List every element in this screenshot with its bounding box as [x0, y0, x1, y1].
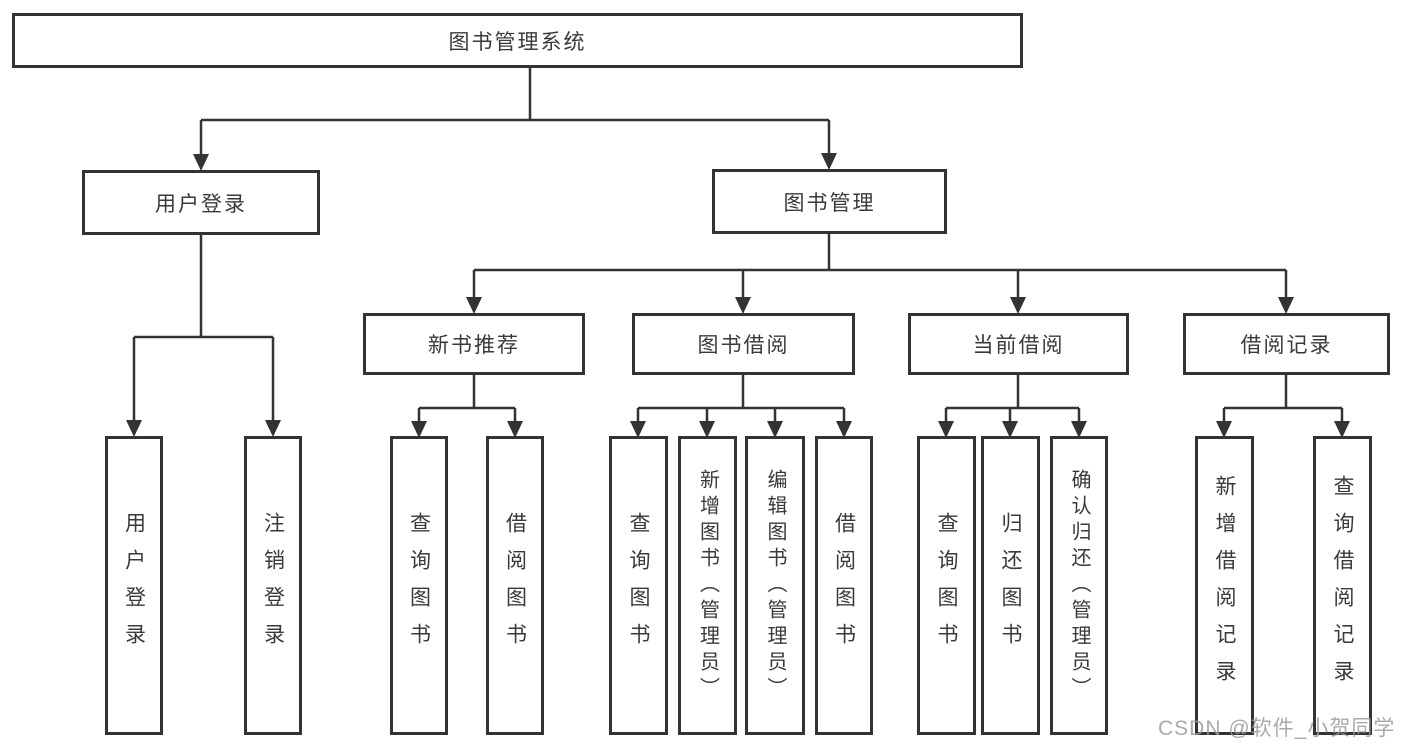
node-user-login-label: 用户登录 [155, 192, 247, 216]
node-current-borrowing: 当前借阅 [908, 313, 1129, 375]
node-book-management-branch: 图书管理 [712, 169, 947, 234]
leaf-user-login-label: 用户登录 [122, 511, 146, 660]
node-user-login-branch: 用户登录 [82, 170, 320, 235]
leaf-user-login: 用户登录 [105, 436, 163, 735]
connector-root-to-level2 [193, 68, 837, 171]
leaf-borrow-books-1-label: 借阅图书 [503, 511, 527, 660]
leaf-search-books-3-label: 查询图书 [935, 511, 958, 660]
leaf-search-books-1-label: 查询图书 [407, 511, 431, 660]
node-root-label: 图书管理系统 [448, 30, 587, 54]
leaf-borrow-books-2: 借阅图书 [815, 436, 873, 735]
leaf-logout: 注销登录 [244, 436, 302, 735]
leaf-search-borrow-record: 查询借阅记录 [1313, 436, 1372, 735]
leaf-return-books-label: 归还图书 [999, 511, 1022, 660]
node-borrowing-records-label: 借阅记录 [1240, 334, 1333, 357]
leaf-add-borrow-record-label: 新增借阅记录 [1213, 474, 1236, 697]
connector-newbooks-to-leaves [411, 375, 523, 438]
node-book-management-label: 图书管理 [783, 191, 876, 215]
connector-userlogin-to-leaves [126, 235, 281, 437]
leaf-search-borrow-record-label: 查询借阅记录 [1331, 474, 1354, 697]
connector-current-to-leaves [938, 375, 1087, 438]
leaf-search-books-1: 查询图书 [390, 436, 448, 735]
node-book-borrowing: 图书借阅 [632, 313, 855, 375]
leaf-return-books: 归还图书 [981, 436, 1040, 735]
leaf-edit-books-admin: 编辑图书（管理员） [745, 436, 805, 735]
leaf-confirm-return-admin-label: 确认归还（管理员） [1068, 468, 1090, 703]
leaf-confirm-return-admin: 确认归还（管理员） [1050, 436, 1108, 735]
leaf-edit-books-admin-label: 编辑图书（管理员） [764, 468, 786, 703]
node-new-book-recommend: 新书推荐 [363, 313, 585, 375]
connector-borrow-to-leaves [630, 375, 852, 438]
node-root-system: 图书管理系统 [12, 13, 1023, 68]
csdn-watermark: CSDN @软件_小贺同学 [1158, 717, 1396, 740]
node-new-book-recommend-label: 新书推荐 [428, 334, 520, 357]
leaf-borrow-books-1: 借阅图书 [486, 436, 544, 735]
node-current-borrowing-label: 当前借阅 [972, 334, 1065, 357]
leaf-search-books-3: 查询图书 [917, 436, 976, 735]
connector-records-to-leaves [1216, 375, 1350, 438]
leaf-search-books-2-label: 查询图书 [627, 511, 650, 660]
leaf-search-books-2: 查询图书 [609, 436, 668, 735]
leaf-add-books-admin: 新增图书（管理员） [678, 436, 737, 735]
leaf-add-borrow-record: 新增借阅记录 [1195, 436, 1254, 735]
leaf-add-books-admin-label: 新增图书（管理员） [696, 468, 719, 703]
node-borrowing-records: 借阅记录 [1183, 313, 1390, 375]
connector-bookmgmt-to-level3 [466, 234, 1294, 314]
node-book-borrowing-label: 图书借阅 [697, 334, 790, 357]
leaf-logout-label: 注销登录 [261, 511, 285, 660]
leaf-borrow-books-2-label: 借阅图书 [832, 511, 856, 660]
